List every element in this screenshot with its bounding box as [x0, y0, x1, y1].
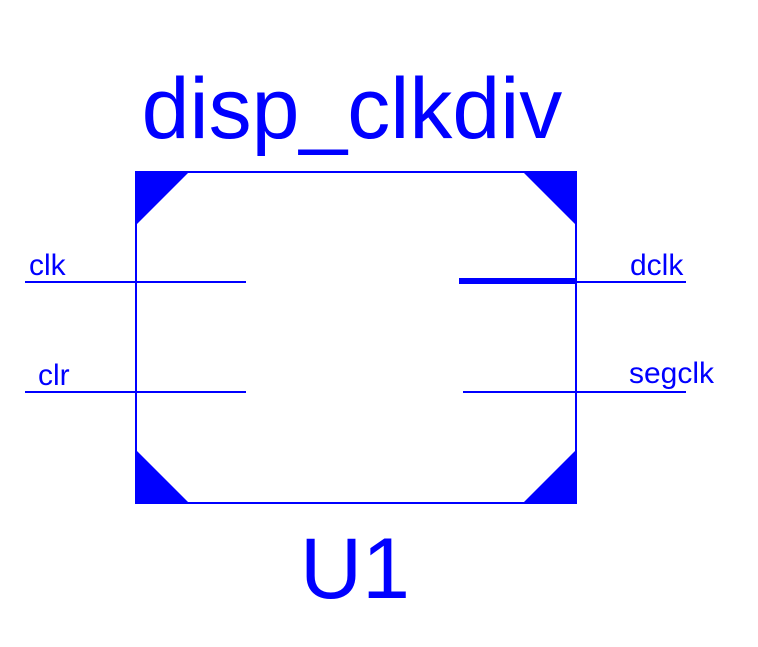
- pin-clr[interactable]: clr: [25, 359, 246, 393]
- pin-clk[interactable]: clk: [25, 249, 246, 283]
- corner-marker-bottom-right: [523, 450, 576, 503]
- module-name: disp_clkdiv: [142, 61, 563, 157]
- pin-label-clk: clk: [29, 249, 67, 282]
- pin-label-clr: clr: [38, 359, 70, 392]
- pin-dclk[interactable]: dclk: [459, 249, 686, 284]
- corner-marker-top-right: [523, 172, 576, 225]
- symbol-body[interactable]: [135, 171, 577, 504]
- pin-label-dclk: dclk: [630, 249, 684, 282]
- pin-segclk[interactable]: segclk: [463, 357, 715, 393]
- corner-marker-bottom-left: [136, 450, 189, 503]
- corner-marker-top-left: [136, 172, 189, 225]
- instance-name: U1: [300, 521, 410, 617]
- pin-label-segclk: segclk: [629, 357, 715, 390]
